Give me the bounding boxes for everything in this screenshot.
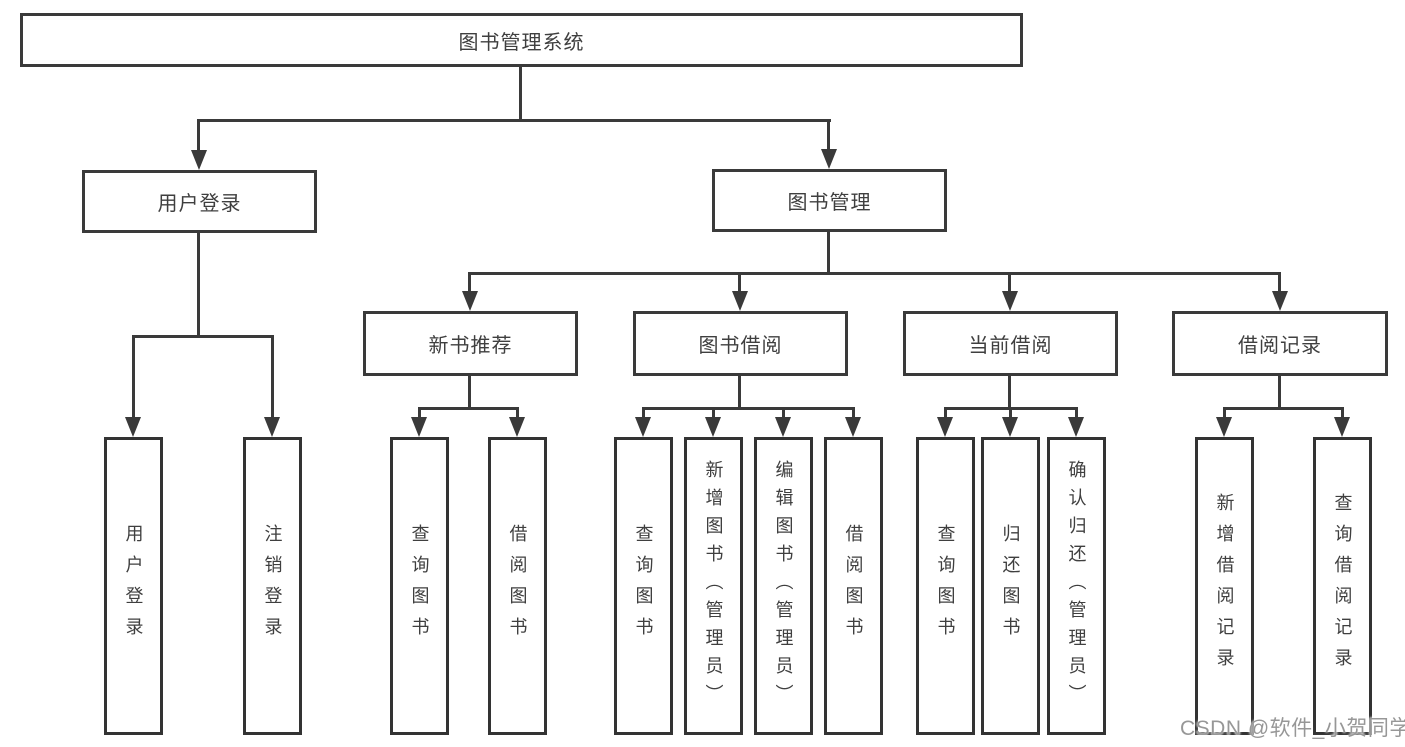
leaf-borrow-add-books-admin-label: 新增图书（管理员） xyxy=(703,460,724,712)
leaf-record-add-borrow-record-label: 新增借阅记录 xyxy=(1214,493,1235,679)
arrowhead-nb-query-icon xyxy=(411,417,427,437)
leaf-borrow-borrow-books-label: 借阅图书 xyxy=(843,524,864,648)
leaf-current-query-books: 查询图书 xyxy=(916,437,975,735)
connector-level2-branch xyxy=(469,272,1281,275)
connector-arrow-borrowrecord-line xyxy=(1278,272,1281,293)
connector-bookborrow-branch xyxy=(642,407,855,410)
leaf-borrow-edit-books-admin-label: 编辑图书（管理员） xyxy=(773,460,794,712)
connector-userlogin-stem xyxy=(197,233,200,335)
arrowhead-nb-borrow-icon xyxy=(509,417,525,437)
arrowhead-user-login-icon xyxy=(191,150,207,170)
connector-bookborrow-stem xyxy=(738,376,741,407)
connector-root-stem xyxy=(519,67,522,119)
arrowhead-bookborrow-icon xyxy=(732,291,748,311)
arrowhead-cb-return-icon xyxy=(1002,417,1018,437)
connector-arrow-nb-borrow-line xyxy=(516,407,519,421)
connector-newbook-stem xyxy=(468,376,471,407)
arrowhead-bb-query-icon xyxy=(635,417,651,437)
connector-currentborrow-stem xyxy=(1008,376,1011,407)
connector-arrow-book-mgmt-line xyxy=(827,119,830,151)
arrowhead-currentborrow-icon xyxy=(1002,291,1018,311)
arrowhead-bb-edit-icon xyxy=(775,417,791,437)
watermark-text: CSDN @软件_小贺同学 xyxy=(1180,717,1405,740)
arrowhead-cb-query-icon xyxy=(937,417,953,437)
leaf-borrow-add-books-admin: 新增图书（管理员） xyxy=(684,437,743,735)
leaf-current-return-books-label: 归还图书 xyxy=(1000,524,1021,648)
connector-arrow-newbook-line xyxy=(468,272,471,293)
connector-newbook-branch xyxy=(418,407,519,410)
arrowhead-bb-add-icon xyxy=(705,417,721,437)
connector-arrow-br-add-line xyxy=(1223,407,1226,421)
node-user-login: 用户登录 xyxy=(82,170,317,233)
node-current-borrow: 当前借阅 xyxy=(903,311,1118,376)
leaf-newbook-borrow-books: 借阅图书 xyxy=(488,437,547,735)
leaf-newbook-query-books: 查询图书 xyxy=(390,437,449,735)
node-root: 图书管理系统 xyxy=(20,13,1023,67)
connector-arrow-cb-query-line xyxy=(944,407,947,421)
leaf-borrow-query-books: 查询图书 xyxy=(614,437,673,735)
connector-userlogin-branch xyxy=(132,335,274,338)
leaf-current-confirm-return-admin-label: 确认归还（管理员） xyxy=(1066,460,1087,712)
arrowhead-borrowrecord-icon xyxy=(1272,291,1288,311)
arrowhead-br-query-icon xyxy=(1334,417,1350,437)
leaf-borrow-edit-books-admin: 编辑图书（管理员） xyxy=(754,437,813,735)
arrowhead-ul-logout-icon xyxy=(264,417,280,437)
leaf-current-query-books-label: 查询图书 xyxy=(935,524,956,648)
leaf-logout-login: 注销登录 xyxy=(243,437,302,735)
arrowhead-newbook-icon xyxy=(462,291,478,311)
connector-arrow-ul-login-line xyxy=(132,335,135,419)
connector-arrow-bb-add-line xyxy=(712,407,715,421)
connector-arrow-cb-return-line xyxy=(1009,407,1012,421)
connector-arrow-bookborrow-line xyxy=(738,272,741,293)
leaf-record-query-borrow-record: 查询借阅记录 xyxy=(1313,437,1372,735)
connector-borrowrecord-branch xyxy=(1223,407,1344,410)
leaf-borrow-query-books-label: 查询图书 xyxy=(633,524,654,648)
connector-arrow-bb-edit-line xyxy=(782,407,785,421)
connector-arrow-user-login-line xyxy=(197,119,200,152)
connector-bookmgmt-stem xyxy=(827,232,830,272)
node-book-management: 图书管理 xyxy=(712,169,947,232)
arrowhead-ul-login-icon xyxy=(125,417,141,437)
connector-level1-branch xyxy=(197,119,831,122)
leaf-user-login-label: 用户登录 xyxy=(123,524,144,648)
leaf-newbook-borrow-books-label: 借阅图书 xyxy=(507,524,528,648)
leaf-record-query-borrow-record-label: 查询借阅记录 xyxy=(1332,493,1353,679)
leaf-borrow-borrow-books: 借阅图书 xyxy=(824,437,883,735)
connector-arrow-bb-borrow-line xyxy=(852,407,855,421)
arrowhead-bb-borrow-icon xyxy=(845,417,861,437)
node-borrow-record: 借阅记录 xyxy=(1172,311,1388,376)
node-book-borrow: 图书借阅 xyxy=(633,311,848,376)
connector-arrow-currentborrow-line xyxy=(1008,272,1011,293)
leaf-current-confirm-return-admin: 确认归还（管理员） xyxy=(1047,437,1106,735)
leaf-record-add-borrow-record: 新增借阅记录 xyxy=(1195,437,1254,735)
connector-arrow-bb-query-line xyxy=(642,407,645,421)
leaf-current-return-books: 归还图书 xyxy=(981,437,1040,735)
leaf-logout-login-label: 注销登录 xyxy=(262,524,283,648)
node-new-book-recommend: 新书推荐 xyxy=(363,311,578,376)
connector-arrow-cb-confirm-line xyxy=(1075,407,1078,421)
arrowhead-br-add-icon xyxy=(1216,417,1232,437)
connector-arrow-br-query-line xyxy=(1341,407,1344,421)
connector-arrow-ul-logout-line xyxy=(271,335,274,419)
connector-arrow-nb-query-line xyxy=(418,407,421,421)
leaf-user-login: 用户登录 xyxy=(104,437,163,735)
leaf-newbook-query-books-label: 查询图书 xyxy=(409,524,430,648)
connector-borrowrecord-stem xyxy=(1278,376,1281,407)
arrowhead-book-mgmt-icon xyxy=(821,149,837,169)
arrowhead-cb-confirm-icon xyxy=(1068,417,1084,437)
